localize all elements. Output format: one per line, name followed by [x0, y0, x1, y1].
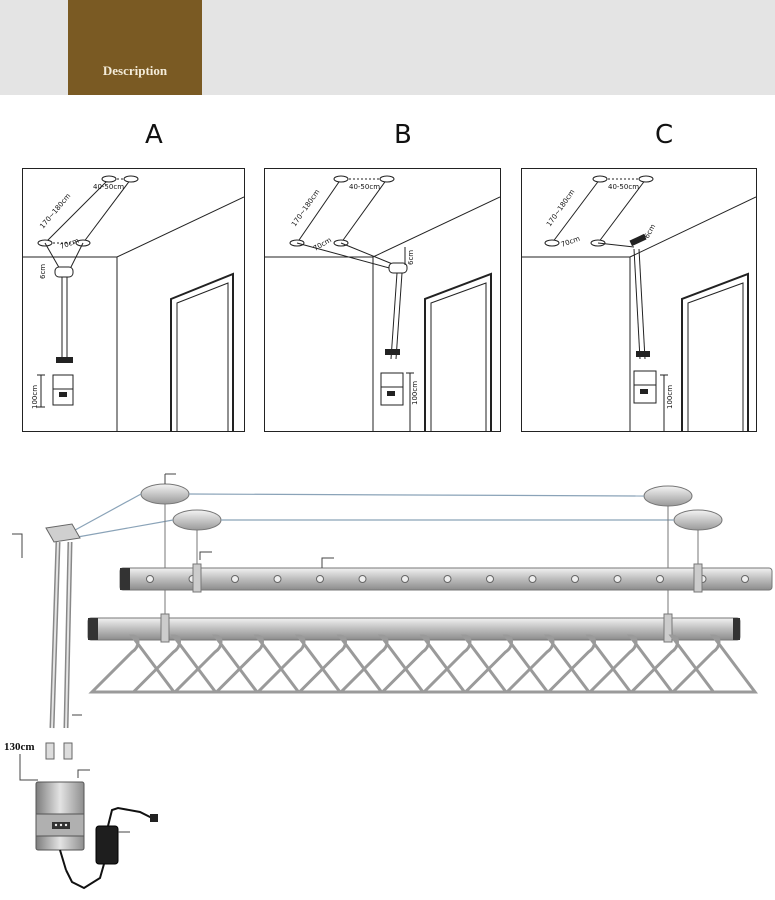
- rail-hole: [528, 575, 537, 583]
- wall-poles: [12, 523, 82, 760]
- length-dim-c: 170~180cm: [545, 188, 576, 228]
- hangers: [88, 634, 758, 694]
- rail-hole: [401, 575, 409, 583]
- lower-rail: [87, 613, 741, 643]
- variant-c-letter: C: [655, 120, 674, 150]
- hanger: [503, 634, 592, 694]
- spacing-dim-a: 40-50cm: [93, 183, 124, 191]
- power-adapter: [59, 806, 158, 890]
- drop-dim-c: 6cm: [643, 223, 658, 240]
- rail-hole: [231, 575, 239, 583]
- hanger: [88, 634, 177, 694]
- height-dim-b: 100cm: [411, 381, 419, 405]
- hanger: [627, 634, 717, 694]
- rail-hole: [741, 575, 749, 583]
- hanger: [378, 634, 468, 694]
- length-dim-a: 170~180cm: [38, 192, 72, 230]
- offset-dim-a: 70cm: [59, 237, 80, 251]
- cables: [65, 493, 674, 539]
- hanger: [295, 634, 385, 694]
- hanger: [420, 634, 509, 694]
- drying-rack-assembly: 130cm: [4, 473, 773, 890]
- offset-dim-c: 70cm: [560, 235, 581, 249]
- installation-diagram-b: 100cm 6cm 170~180cm 40-50cm 70cm: [264, 168, 501, 432]
- hanger: [337, 634, 426, 694]
- rail-hole: [486, 575, 494, 583]
- installation-diagram-a: 100cm 170~180cm 40-50cm 70cm 6cm: [22, 168, 245, 432]
- hanger: [171, 634, 260, 694]
- upper-rail: [119, 551, 773, 593]
- hanger: [461, 634, 551, 694]
- height-dim-a: 100cm: [31, 385, 39, 409]
- drop-dim-b: 6cm: [407, 250, 415, 265]
- installation-diagram-c: 100cm 170~180cm 40-50cm 70cm 6cm: [521, 168, 757, 432]
- hanger: [129, 634, 219, 694]
- hanger: [669, 634, 758, 694]
- rail-hole: [146, 575, 154, 583]
- rail-hole: [358, 575, 367, 583]
- drop-dim-a: 6cm: [39, 264, 47, 279]
- description-label: Description: [102, 63, 168, 78]
- hanger: [586, 634, 675, 694]
- rail-hole: [656, 575, 664, 583]
- rail-hole: [443, 575, 452, 583]
- rail-hole: [273, 575, 282, 583]
- rail-hole: [613, 575, 622, 583]
- pole-height-label: 130cm: [4, 741, 35, 753]
- length-dim-b: 170~180cm: [290, 188, 321, 228]
- hanger: [212, 634, 302, 694]
- rail-hole: [571, 575, 579, 583]
- height-dim-c: 100cm: [666, 385, 674, 409]
- hanging-wires: [164, 504, 699, 620]
- motor-unit: [35, 781, 85, 851]
- ceiling-pulleys: [140, 473, 723, 531]
- rail-hole: [316, 575, 324, 583]
- hanger: [544, 634, 634, 694]
- hanger: [254, 634, 343, 694]
- variant-a-letter: A: [145, 120, 163, 150]
- spacing-dim-c: 40-50cm: [608, 183, 639, 191]
- spacing-dim-b: 40-50cm: [349, 183, 380, 191]
- description-badge: Description: [68, 0, 202, 95]
- variant-b-letter: B: [394, 120, 412, 150]
